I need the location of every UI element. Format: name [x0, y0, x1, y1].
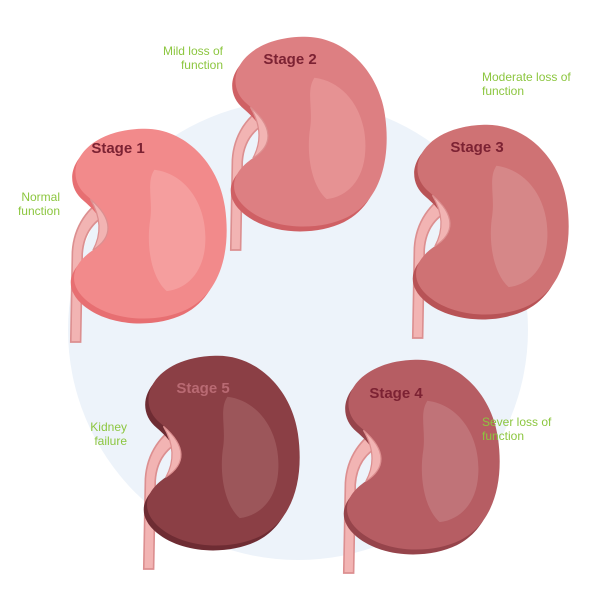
stage-3-title: Stage 3: [450, 139, 503, 156]
kidney-stage-1: [69, 128, 227, 343]
stage-1-desc-line2: function: [17, 204, 60, 218]
kidney-stage-5: [142, 355, 300, 570]
stage-5-title: Stage 5: [176, 380, 229, 397]
stage-4-title: Stage 4: [369, 385, 423, 402]
stage-5-desc-line1: Kidney: [90, 420, 127, 434]
stage-3-desc-line2: function: [482, 84, 525, 98]
stage-1-title: Stage 1: [91, 140, 144, 157]
stage-2-title: Stage 2: [263, 51, 316, 68]
kidney-hilum-4: [362, 429, 382, 482]
stage-1-description: Normal function: [18, 190, 60, 218]
kidney-highlight-5: [221, 396, 279, 519]
stage-2-description: Mild loss of function: [163, 44, 223, 72]
stage-5-desc-line2: failure: [94, 434, 127, 448]
kidney-highlight-2: [308, 77, 366, 200]
stage-5-description: Kidney failure: [90, 420, 127, 448]
kidney-hilum-1: [89, 198, 109, 251]
kidney-hilum-3: [431, 194, 451, 247]
stage-3-description: Moderate loss of function: [482, 70, 571, 98]
kidney-stage-3: [411, 124, 569, 339]
kidney-highlight-1: [148, 169, 206, 292]
stage-3-desc-line1: Moderate loss of: [482, 70, 571, 84]
kidney-hilum-5: [162, 425, 182, 478]
stage-4-desc-line1: Sever loss of: [482, 415, 552, 429]
stage-2-desc-line1: Mild loss of: [162, 44, 223, 58]
kidney-stage-4: [342, 359, 500, 574]
kidney-hilum-2: [249, 106, 269, 159]
stage-2-desc-line2: function: [180, 58, 223, 72]
kidney-stage-2: [229, 36, 387, 251]
kidney-highlight-4: [421, 400, 479, 523]
stage-1-desc-line1: Normal: [21, 190, 60, 204]
kidney-highlight-3: [490, 165, 548, 288]
stage-4-desc-line2: function: [482, 429, 525, 443]
stage-4-description: Sever loss of function: [482, 415, 551, 443]
